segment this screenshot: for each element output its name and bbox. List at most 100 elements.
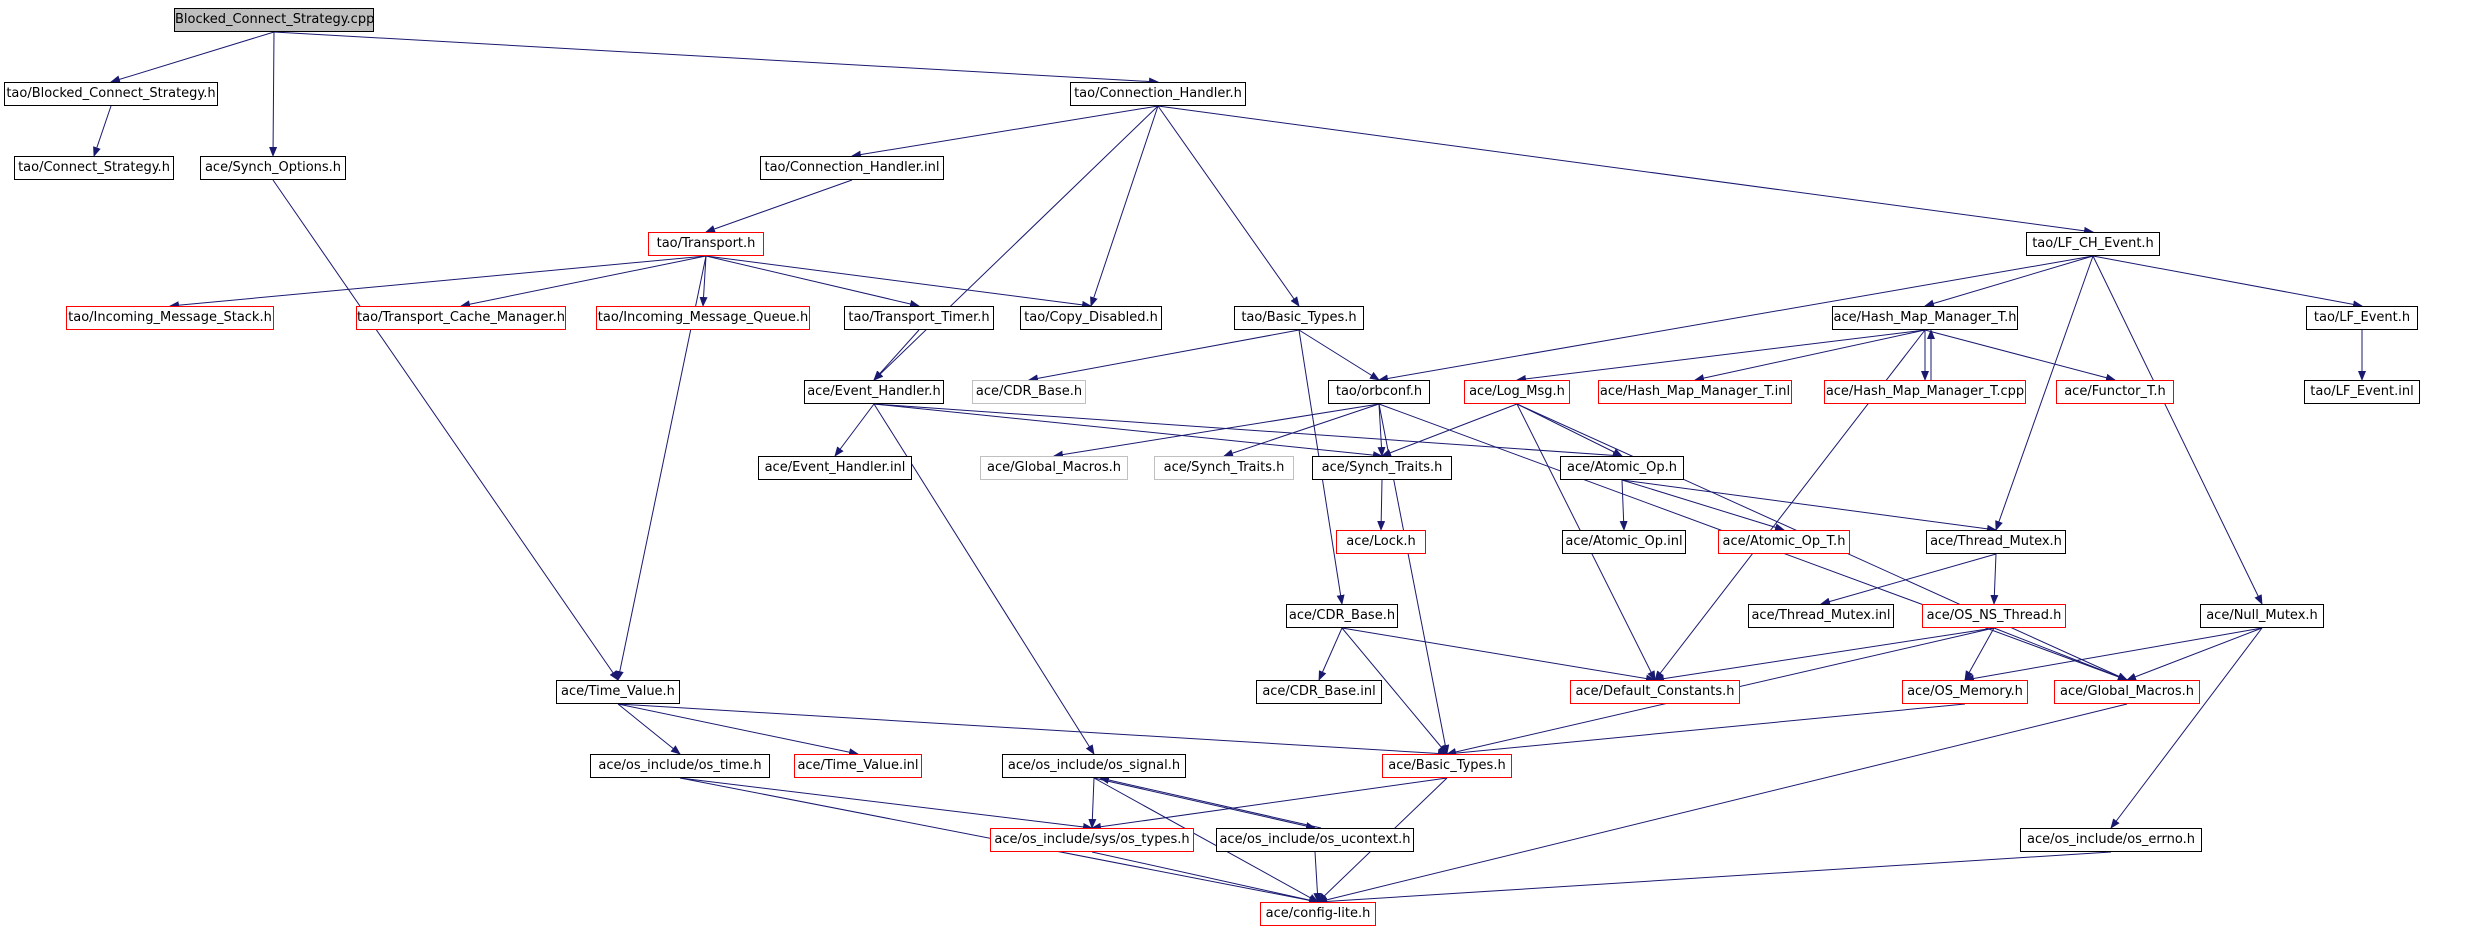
edge-timevalue-to-acebasic [617, 703, 1448, 758]
node-copydis[interactable]: tao/Copy_Disabled.h [1020, 306, 1162, 330]
edge-synchtraits-to-lock [1377, 479, 1386, 531]
edge-atomicop-to-threadmutex [1621, 479, 1997, 533]
edge-threadmutex-to-threadmutex_inl [1820, 553, 1997, 606]
edge-hmm-to-logmsg [1516, 329, 1926, 383]
node-synchtraits-gray[interactable]: ace/Synch_Traits.h [1154, 456, 1294, 480]
edge-lfch-to-lfevent [2092, 255, 2363, 309]
node-tcachemgr[interactable]: tao/Transport_Cache_Manager.h [356, 306, 566, 330]
node-hmm-inl[interactable]: ace/Hash_Map_Manager_T.inl [1598, 380, 1792, 404]
edge-ostypes-to-configlite [1091, 851, 1319, 904]
edge-synchopt-to-timevalue [272, 179, 619, 681]
edge-orbconf-to-synchtraits [1377, 403, 1386, 457]
edge-cdrbase-to-cdrbase_inl [1318, 627, 1343, 681]
edge-atomicop-to-atomicop_t [1621, 479, 1785, 532]
node-incstack[interactable]: tao/Incoming_Message_Stack.h [66, 306, 274, 330]
node-globalmacros[interactable]: ace/Global_Macros.h [2054, 680, 2200, 704]
edge-root-to-bcs_h [110, 31, 275, 84]
node-cdrbase-inl[interactable]: ace/CDR_Base.inl [1256, 680, 1382, 704]
node-incqueue[interactable]: tao/Incoming_Message_Queue.h [596, 306, 810, 330]
node-ttimer[interactable]: tao/Transport_Timer.h [844, 306, 994, 330]
node-acebasic[interactable]: ace/Basic_Types.h [1382, 754, 1512, 778]
node-nullmutex[interactable]: ace/Null_Mutex.h [2200, 604, 2324, 628]
node-ossignal[interactable]: ace/os_include/os_signal.h [1002, 754, 1186, 778]
edge-nullmutex-to-globalmacros [2126, 627, 2263, 681]
edge-cdrbase-to-acebasic [1341, 627, 1448, 755]
edge-connhandler-to-evhandler [873, 105, 1159, 381]
edge-evhandler-to-evhandler_inl [834, 403, 875, 457]
edge-acebasic-to-ostypes [1091, 777, 1448, 831]
node-evhandler[interactable]: ace/Event_Handler.h [804, 380, 944, 404]
edge-taobasic-to-cdrbase_gray [1028, 329, 1300, 383]
node-threadmutex-inl[interactable]: ace/Thread_Mutex.inl [1748, 604, 1894, 628]
node-configlite[interactable]: ace/config-lite.h [1260, 902, 1376, 926]
node-synchtraits[interactable]: ace/Synch_Traits.h [1312, 456, 1452, 480]
node-cdrbase[interactable]: ace/CDR_Base.h [1286, 604, 1398, 628]
edge-connhandler-to-connhandler_inl [851, 105, 1159, 159]
node-osmemory[interactable]: ace/OS_Memory.h [1902, 680, 2028, 704]
node-transport[interactable]: tao/Transport.h [648, 232, 764, 256]
node-hmm[interactable]: ace/Hash_Map_Manager_T.h [1832, 306, 2018, 330]
node-bcs-h[interactable]: tao/Blocked_Connect_Strategy.h [4, 82, 218, 106]
edge-orbconf-to-synchtraits_gray [1223, 403, 1380, 457]
edge-connhandler-to-lfch [1157, 105, 2094, 235]
edge-taobasic-to-orbconf [1298, 329, 1380, 381]
edge-transport-to-copydis [705, 255, 1092, 309]
node-evhandler-inl[interactable]: ace/Event_Handler.inl [758, 456, 912, 480]
node-cdrbase-gray[interactable]: ace/CDR_Base.h [972, 380, 1086, 404]
node-synchopt[interactable]: ace/Synch_Options.h [200, 156, 346, 180]
node-logmsg[interactable]: ace/Log_Msg.h [1464, 380, 1570, 404]
node-functor[interactable]: ace/Functor_T.h [2056, 380, 2174, 404]
edge-lfch-to-nullmutex [2092, 255, 2263, 605]
node-timevalue-inl[interactable]: ace/Time_Value.inl [794, 754, 922, 778]
edge-hmm-to-hmm_inl [1694, 329, 1926, 382]
node-atomicop-inl[interactable]: ace/Atomic_Op.inl [1562, 530, 1686, 554]
node-oserrno[interactable]: ace/os_include/os_errno.h [2020, 828, 2202, 852]
node-hmm-cpp[interactable]: ace/Hash_Map_Manager_T.cpp [1824, 380, 2026, 404]
edge-bcs_h-to-connstrat [93, 105, 112, 157]
edge-root-to-synchopt [269, 31, 278, 157]
node-atomicop[interactable]: ace/Atomic_Op.h [1560, 456, 1684, 480]
edge-osucontext-to-configlite [1313, 851, 1322, 903]
edge-root-to-connhandler [273, 31, 1159, 86]
edge-transport-to-incqueue [699, 255, 708, 307]
node-ostime[interactable]: ace/os_include/os_time.h [590, 754, 770, 778]
edge-ttimer-to-evhandler [873, 329, 920, 381]
edge-timevalue-to-timevalue_inl [617, 703, 859, 757]
edge-atomicop-to-atomicop_inl [1619, 479, 1628, 531]
edge-hmm-to-functor [1924, 329, 2116, 382]
edge-evhandler-to-synchtraits [873, 403, 1383, 460]
node-ostypes[interactable]: ace/os_include/sys/os_types.h [990, 828, 1194, 852]
node-lfch[interactable]: tao/LF_CH_Event.h [2026, 232, 2160, 256]
node-root[interactable]: Blocked_Connect_Strategy.cpp [174, 8, 374, 32]
node-lock[interactable]: ace/Lock.h [1336, 530, 1426, 554]
edge-orbconf-to-globalmacros_gray [1053, 403, 1380, 459]
edge-osns-to-osmemory [1964, 627, 1995, 681]
edge-timevalue-to-ostime [617, 703, 681, 755]
edge-transport-to-incstack [169, 255, 707, 310]
edge-transport-to-ttimer [705, 255, 920, 308]
node-connhandler[interactable]: tao/Connection_Handler.h [1070, 82, 1246, 106]
edge-globalmacros-to-configlite [1317, 703, 2128, 904]
node-globalmacros-gray[interactable]: ace/Global_Macros.h [980, 456, 1128, 480]
node-threadmutex[interactable]: ace/Thread_Mutex.h [1926, 530, 2066, 554]
node-osns[interactable]: ace/OS_NS_Thread.h [1922, 604, 2066, 628]
node-connhandler-inl[interactable]: tao/Connection_Handler.inl [760, 156, 944, 180]
edge-ossignal-to-configlite [1093, 777, 1319, 903]
node-defconst[interactable]: ace/Default_Constants.h [1570, 680, 1740, 704]
edge-connhandler-to-copydis [1090, 105, 1159, 307]
node-taobasic[interactable]: tao/Basic_Types.h [1234, 306, 1364, 330]
edge-lfch-to-threadmutex [1995, 255, 2094, 531]
node-atomicop-t[interactable]: ace/Atomic_Op_T.h [1718, 530, 1850, 554]
node-osucontext[interactable]: ace/os_include/os_ucontext.h [1216, 828, 1414, 852]
edge-logmsg-to-atomicop [1516, 403, 1623, 457]
edge-transport-to-tcachemgr [460, 255, 707, 309]
node-lfevent-inl[interactable]: tao/LF_Event.inl [2304, 380, 2420, 404]
edge-osns-to-defconst [1654, 627, 1995, 683]
node-orbconf[interactable]: tao/orbconf.h [1328, 380, 1430, 404]
node-timevalue[interactable]: ace/Time_Value.h [556, 680, 680, 704]
node-lfevent[interactable]: tao/LF_Event.h [2306, 306, 2418, 330]
node-connstrat[interactable]: tao/Connect_Strategy.h [14, 156, 174, 180]
edge-logmsg-to-synchtraits [1381, 403, 1518, 457]
